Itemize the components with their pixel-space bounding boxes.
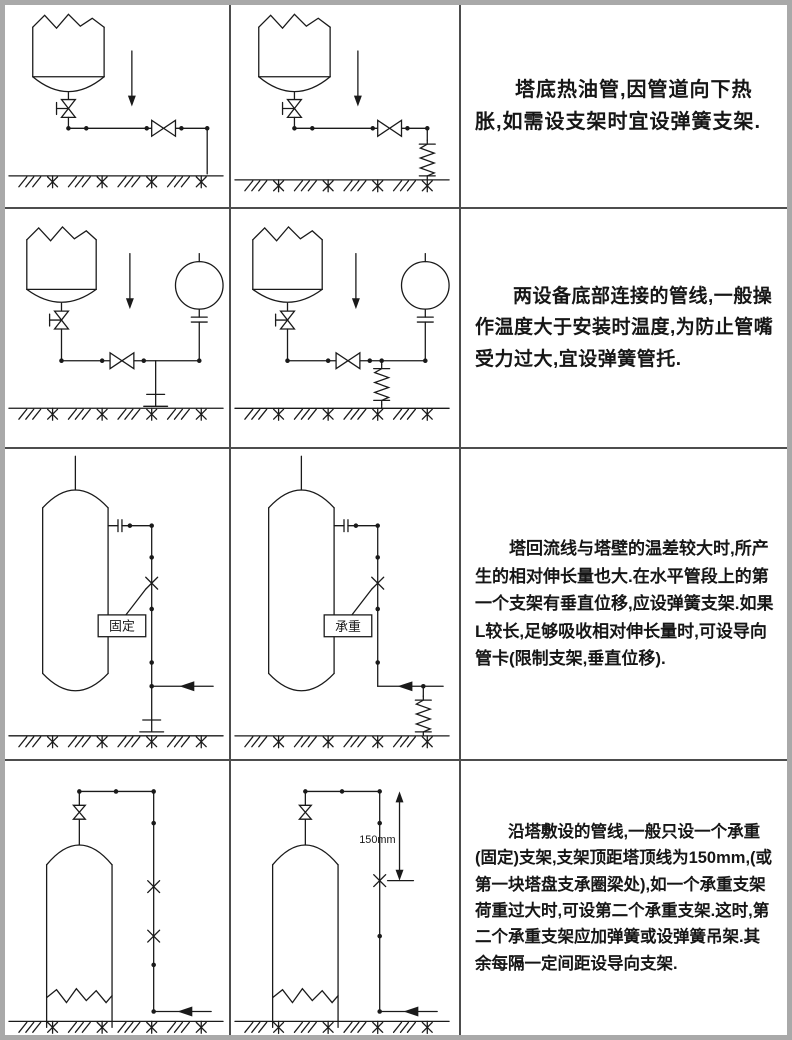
beam-support-icon — [139, 719, 165, 733]
drum — [400, 253, 450, 362]
drawing-reflux-line-fixed: 固定 — [5, 455, 229, 759]
diagram-r2-left — [5, 209, 231, 449]
diagram-r1-middle — [231, 5, 461, 209]
diagram-r1-left — [5, 5, 231, 209]
column-vessel — [268, 455, 335, 692]
flow-arrow-icon — [179, 681, 195, 692]
gate-valve-icon — [274, 310, 296, 330]
down-arrow-icon — [125, 253, 135, 310]
ground-hatch — [235, 180, 449, 192]
inline-valve-icon — [109, 352, 135, 370]
drawing-two-vessels-rigid — [5, 225, 229, 447]
ground-hatch — [9, 1021, 223, 1033]
pipe-run — [78, 790, 212, 1013]
column-vessel — [42, 455, 109, 692]
beam-support-icon — [143, 393, 169, 407]
inline-valve-icon — [335, 352, 361, 370]
pipe-run — [107, 519, 214, 687]
down-arrow-icon — [351, 253, 361, 310]
gate-valve-icon — [281, 98, 303, 119]
diagram-r4-left — [5, 761, 231, 1035]
drawing-tower-riser-dimensioned: 150mm — [231, 789, 459, 1035]
inline-valve-icon — [377, 119, 403, 137]
spring-support-icon — [374, 364, 390, 405]
diagram-r2-middle — [231, 209, 461, 449]
note-r2: 两设备底部连接的管线,一般操作温度大于安装时温度,为防止管嘴受力过大,宜设弹簧管… — [461, 209, 787, 449]
spring-support-icon — [419, 139, 435, 181]
flow-arrow-icon — [403, 1006, 419, 1017]
inline-valve-icon — [151, 119, 177, 137]
column-vessel — [271, 844, 339, 1029]
pipe-run — [333, 519, 444, 687]
ground-hatch — [235, 408, 449, 420]
note-r4: 沿塔敷设的管线,一般只设一个承重(固定)支架,支架顶距塔顶线为150mm,(或第… — [461, 761, 787, 1035]
drawing-tower-bottom-rigid — [5, 13, 229, 207]
fixed-support-label: 固定 — [109, 619, 135, 634]
vessel — [252, 225, 323, 312]
note-r1: 塔底热油管,因管道向下热胀,如需设支架时宜设弹簧支架. — [461, 5, 787, 209]
drawing-reflux-line-spring: 承重 — [231, 455, 459, 759]
drawing-two-vessels-spring — [231, 225, 459, 447]
label-box — [97, 614, 147, 638]
vessel — [32, 13, 105, 101]
leader-line — [125, 588, 147, 616]
note-text: 沿塔敷设的管线,一般只设一个承重(固定)支架,支架顶距塔顶线为150mm,(或第… — [475, 822, 773, 973]
drawing-tower-bottom-spring — [231, 13, 459, 207]
flow-arrow-icon — [397, 681, 413, 692]
drum — [174, 253, 224, 362]
pipe-run — [67, 116, 208, 175]
ground-hatch — [235, 736, 449, 748]
label-box — [323, 614, 373, 638]
ground-hatch — [9, 176, 223, 188]
diagram-r3-middle: 承重 — [231, 449, 461, 761]
dimension-label: 150mm — [359, 834, 395, 846]
dim-arrow-down-icon — [395, 869, 404, 881]
pipe-run — [304, 790, 438, 1013]
note-text: 两设备底部连接的管线,一般操作温度大于安装时温度,为防止管嘴受力过大,宜设弹簧管… — [475, 285, 774, 370]
down-arrow-icon — [127, 50, 137, 108]
dimension — [386, 798, 415, 882]
note-r3: 塔回流线与塔壁的温差较大时,所产生的相对伸长量也大.在水平管段上的第一个支架有垂… — [461, 449, 787, 761]
bearing-support-label: 承重 — [335, 619, 361, 634]
top-valve — [297, 790, 313, 846]
dim-arrow-up-icon — [395, 791, 404, 803]
spring-support-icon — [415, 695, 431, 737]
ground-hatch — [235, 1021, 449, 1033]
vessel — [258, 13, 331, 101]
note-text: 塔回流线与塔壁的温差较大时,所产生的相对伸长量也大.在水平管段上的第一个支架有垂… — [475, 539, 774, 669]
flow-arrow-icon — [177, 1006, 193, 1017]
ground-hatch — [9, 736, 223, 748]
gate-valve-icon — [55, 98, 77, 119]
drawing-tower-riser-two-guides — [5, 789, 229, 1035]
column-vessel — [45, 844, 113, 1028]
ground-hatch — [9, 408, 223, 420]
diagram-r3-left: 固定 — [5, 449, 231, 761]
down-arrow-icon — [353, 50, 363, 108]
gate-valve-icon — [48, 310, 70, 330]
leader-line — [351, 588, 373, 616]
diagram-r4-middle: 150mm — [231, 761, 461, 1035]
top-valve — [71, 790, 87, 846]
vessel — [26, 225, 97, 312]
note-text: 塔底热油管,因管道向下热胀,如需设支架时宜设弹簧支架. — [475, 79, 762, 133]
